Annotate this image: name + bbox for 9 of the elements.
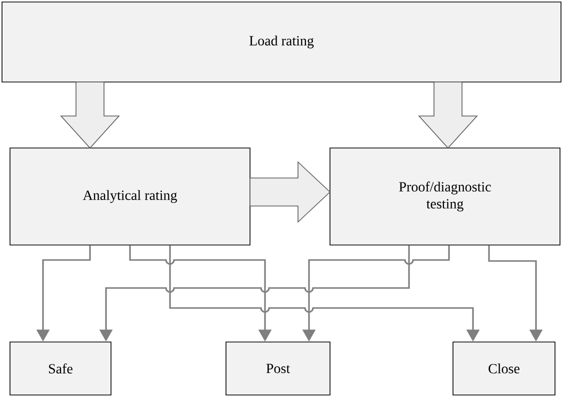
process-box: Safe <box>10 342 112 396</box>
block-arrow <box>250 161 331 223</box>
process-box: Close <box>452 342 556 396</box>
process-box: Load rating <box>2 2 562 82</box>
block-arrow <box>60 82 120 149</box>
process-box: Analytical rating <box>10 148 250 246</box>
process-box: Post <box>226 342 330 396</box>
block-arrow <box>418 82 478 149</box>
process-box: Proof/diagnostic testing <box>330 148 560 246</box>
